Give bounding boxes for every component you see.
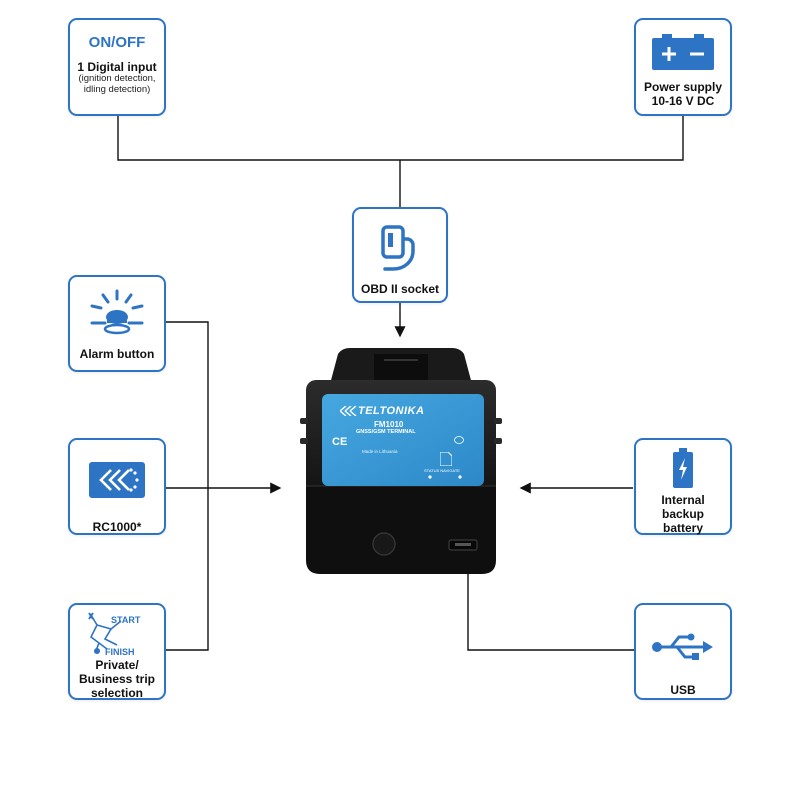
usb-icon bbox=[652, 633, 713, 660]
onoff-description: (ignition detection, idling detection) bbox=[78, 73, 156, 95]
trip-selection-card: START FINISH Private/ Business trip sele… bbox=[68, 603, 166, 700]
device-ce-mark: CE bbox=[332, 436, 348, 448]
device-body bbox=[300, 348, 502, 574]
device-brand: TELTONIKA bbox=[358, 405, 425, 417]
device-status-label: STATUS NAVIGATE bbox=[424, 468, 460, 473]
device-made-in: Made in Lithuania bbox=[362, 449, 398, 454]
obd-socket-label: OBD II socket bbox=[360, 282, 440, 296]
recycle-mark-icon bbox=[454, 436, 464, 444]
usb-card: USB bbox=[634, 603, 732, 700]
rc1000-label: RC1000* bbox=[92, 520, 142, 534]
route-icon: START FINISH bbox=[88, 612, 141, 657]
wire-usb bbox=[467, 566, 634, 651]
sim-card-icon bbox=[440, 452, 452, 466]
power-supply-label: Power supply 10-16 V DC bbox=[643, 80, 723, 108]
device-model: FM1010 bbox=[374, 420, 404, 429]
backup-battery-label: Internal backup battery bbox=[661, 493, 705, 535]
fm1010-device: TELTONIKA FM1010 GNSS/GSM TERMINAL CE Ma… bbox=[296, 348, 506, 576]
route-finish-text: FINISH bbox=[105, 647, 135, 657]
obd-socket-card: OBD II socket bbox=[352, 207, 448, 303]
wire-onoff-power bbox=[117, 116, 684, 161]
trip-selection-label: Private/ Business trip selection bbox=[78, 658, 156, 700]
power-supply-card: Power supply 10-16 V DC bbox=[634, 18, 732, 116]
status-led-icons bbox=[428, 475, 462, 479]
teltonika-logo-icon bbox=[340, 406, 357, 416]
wire-left-bus bbox=[166, 321, 209, 651]
route-start-text: START bbox=[111, 615, 141, 625]
alarm-button-card: Alarm button bbox=[68, 275, 166, 372]
battery-charge-icon bbox=[673, 448, 693, 488]
usb-label: USB bbox=[670, 683, 696, 697]
alarm-button-icon bbox=[90, 289, 144, 335]
alarm-button-label: Alarm button bbox=[79, 347, 155, 361]
obd-plug-icon bbox=[381, 225, 415, 271]
rc1000-card: RC1000* bbox=[68, 438, 166, 535]
onoff-label: 1 Digital input bbox=[77, 60, 157, 74]
backup-battery-card: Internal backup battery bbox=[634, 438, 732, 535]
device-subtitle: GNSS/GSM TERMINAL bbox=[356, 429, 416, 435]
rc1000-remote-icon bbox=[89, 462, 145, 498]
onoff-title: ON/OFF bbox=[88, 34, 146, 51]
onoff-input-card: ON/OFF 1 Digital input (ignition detecti… bbox=[68, 18, 166, 116]
battery-plus-minus-icon bbox=[652, 34, 714, 70]
